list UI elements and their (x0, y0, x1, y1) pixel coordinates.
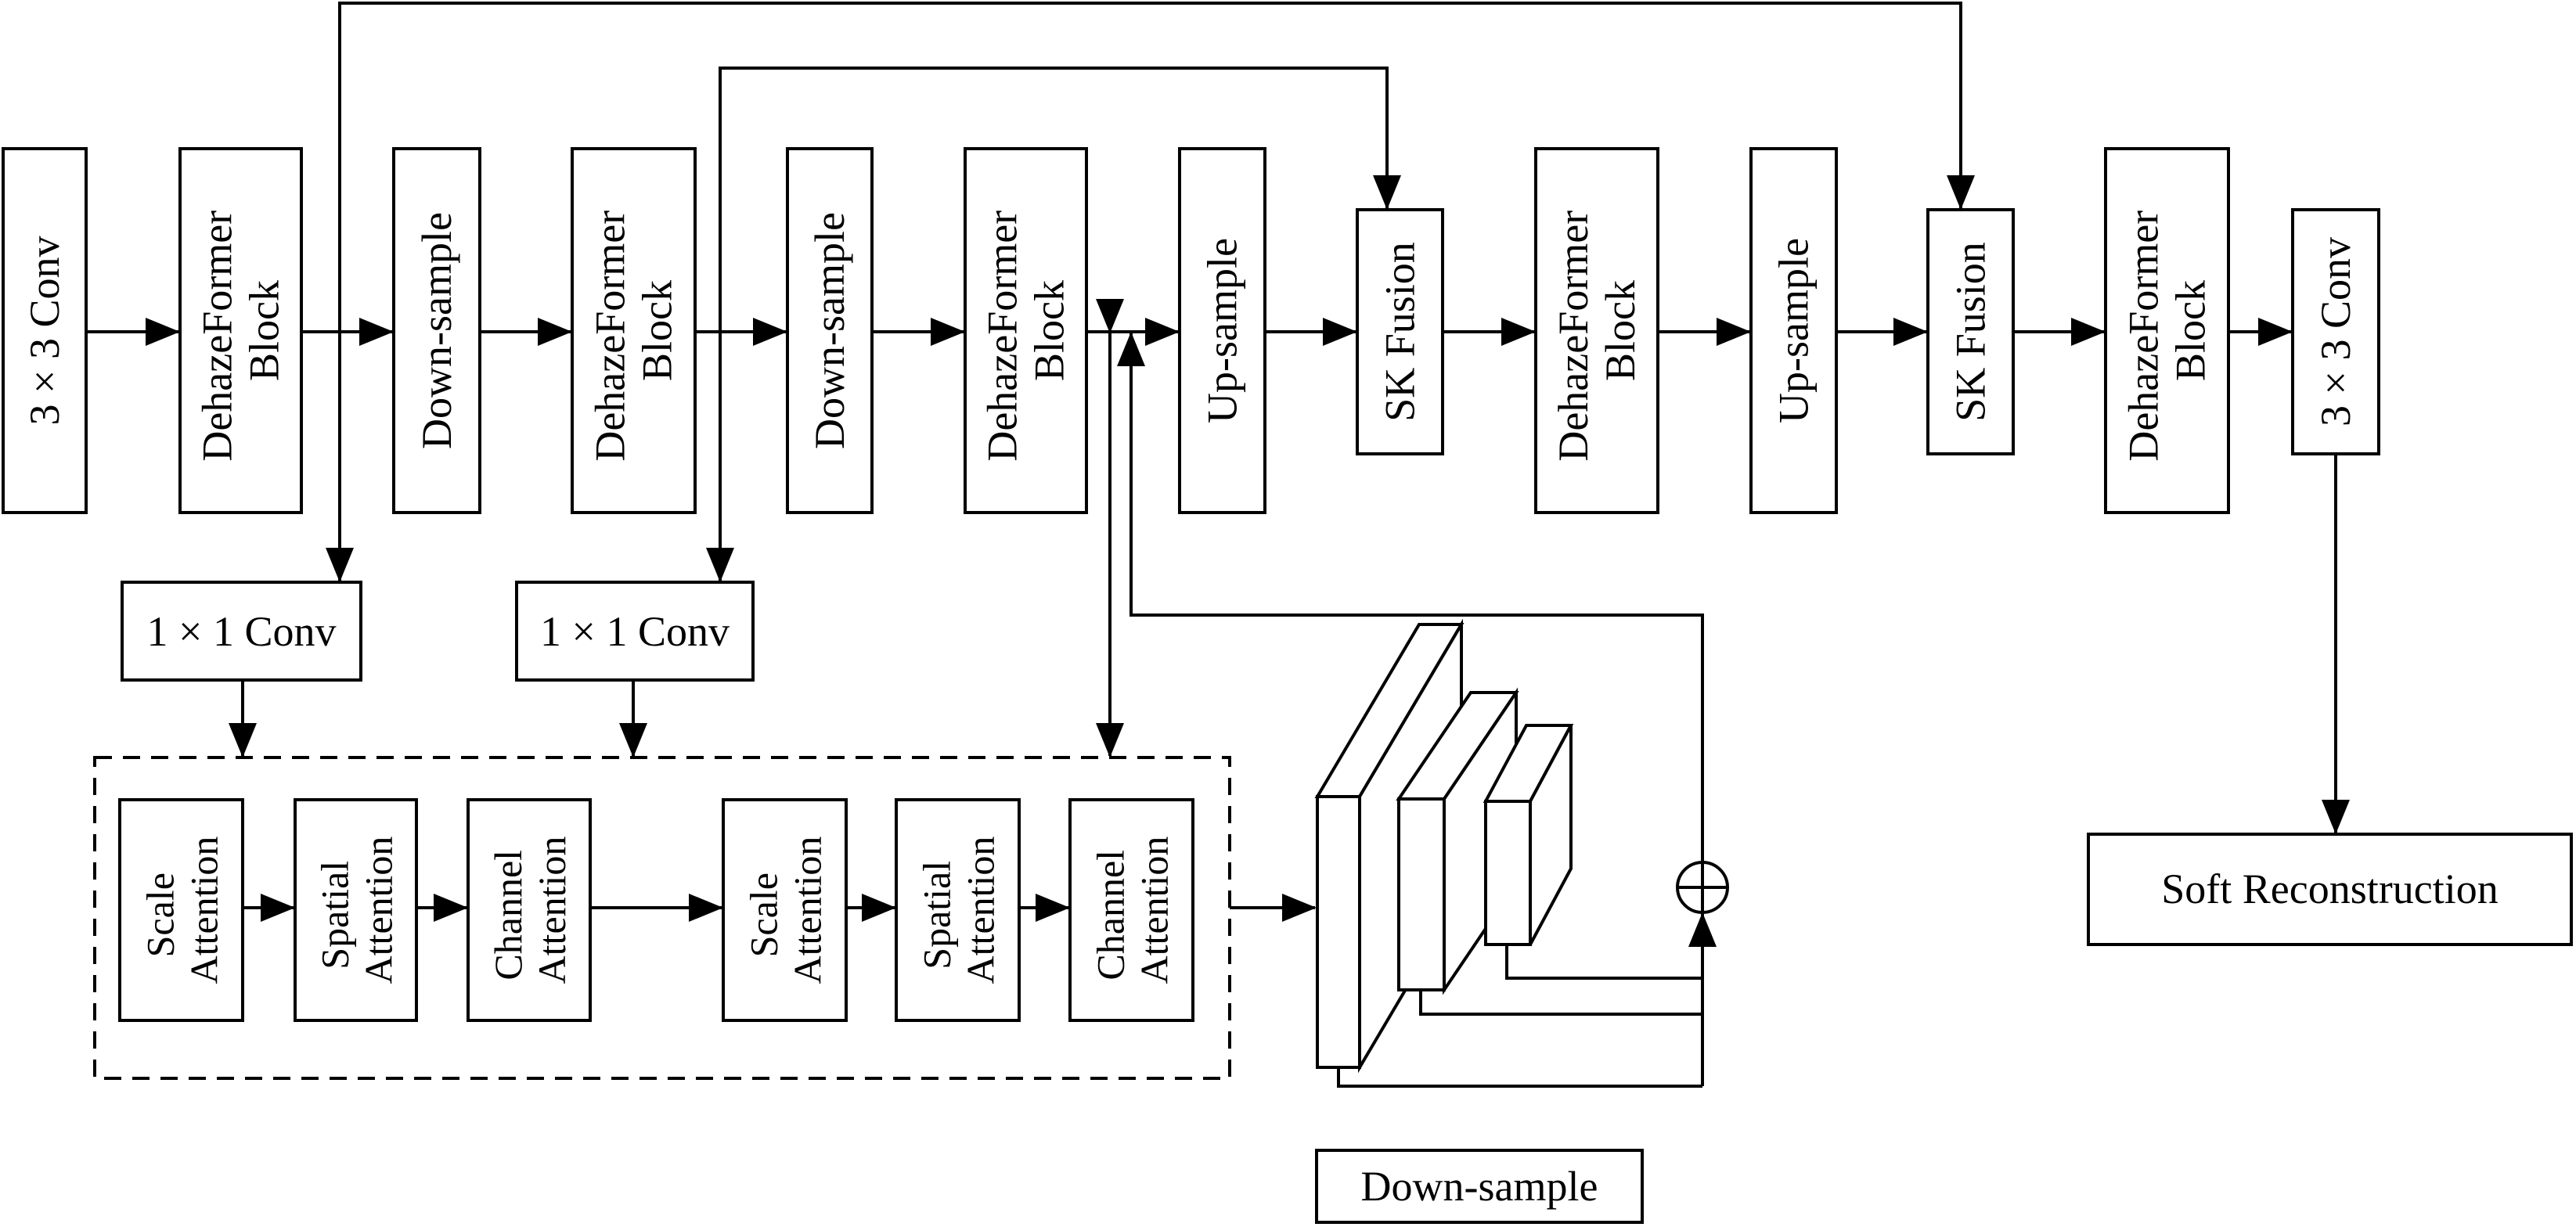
dehazeformer-block-4: DehazeFormer Block (1534, 147, 1659, 514)
down-sample-caption-label: Down-sample (1361, 1163, 1598, 1210)
svg-text:Scale Attention: Scale Attention (742, 837, 830, 984)
dehazeformer-block-3: DehazeFormer Block (964, 147, 1088, 514)
svg-text:Scale Attention: Scale Attention (139, 837, 226, 984)
sk-fusion-block-2-label: SK Fusion (1947, 242, 1994, 422)
conv3x3-in-label: 3 × 3 Conv (21, 236, 68, 426)
attention-block-2: Spatial Attention (294, 798, 418, 1022)
svg-text:Spatial Attention: Spatial Attention (313, 837, 401, 984)
up-sample-block-1: Up-sample (1178, 147, 1266, 514)
down-sample-block-2-label: Down-sample (806, 212, 853, 449)
attention-block-6: Channel Attention (1068, 798, 1194, 1022)
pyramid-collection-lines (1337, 912, 1717, 1088)
attention-block-2-line1: Spatial (313, 861, 357, 970)
dehazeformer-block-4-line2: Block (1597, 280, 1644, 381)
dehazeformer-block-2-line1: DehazeFormer (587, 210, 634, 462)
attention-block-1-line2: Attention (182, 837, 226, 984)
dehazeformer-block-5-line2: Block (2167, 280, 2214, 381)
down-sample-block-2: Down-sample (786, 147, 874, 514)
dehazeformer-block-3-line1: DehazeFormer (979, 210, 1026, 462)
up-sample-block-1-label: Up-sample (1199, 238, 1246, 423)
dehazeformer-block-5: DehazeFormer Block (2104, 147, 2230, 514)
svg-text:DehazeFormer Block: DehazeFormer Block (587, 200, 681, 461)
line-small-cube-to-add (1505, 945, 1702, 980)
up-sample-block-2: Up-sample (1749, 147, 1838, 514)
dehazeformer-block-5-line1: DehazeFormer (2120, 210, 2167, 462)
svg-text:DehazeFormer Block: DehazeFormer Block (979, 200, 1073, 461)
cube-small (1483, 724, 1574, 946)
conv1x1-block-b: 1 × 1 Conv (515, 581, 755, 682)
down-sample-block-1-label: Down-sample (413, 212, 460, 449)
svg-text:Channel Attention: Channel Attention (1089, 837, 1176, 984)
svg-text:SK Fusion: SK Fusion (1947, 242, 1994, 422)
dehazeformer-block-2: DehazeFormer Block (571, 147, 697, 514)
conv3x3-out-label: 3 × 3 Conv (2312, 237, 2359, 426)
svg-text:SK Fusion: SK Fusion (1377, 242, 1424, 422)
svg-text:DehazeFormer Block: DehazeFormer Block (2120, 200, 2214, 461)
attention-block-5: Spatial Attention (895, 798, 1021, 1022)
down-sample-block-1: Down-sample (392, 147, 481, 514)
attention-block-5-line1: Spatial (915, 861, 959, 970)
skip-inner-to-sk1 (719, 67, 1401, 332)
svg-text:3 × 3 Conv: 3 × 3 Conv (21, 236, 68, 426)
line-large-cube-to-add (1337, 1067, 1702, 1088)
attention-block-4-line2: Attention (786, 837, 830, 984)
attention-block-6-line2: Attention (1133, 837, 1176, 984)
attention-group-border (93, 756, 1231, 1080)
svg-text:DehazeFormer Block: DehazeFormer Block (1550, 200, 1644, 461)
skip-connections (326, 2, 1975, 582)
attention-block-6-line1: Channel (1089, 850, 1133, 981)
conv1x1-block-a: 1 × 1 Conv (121, 581, 362, 682)
svg-text:Spatial Attention: Spatial Attention (915, 837, 1003, 984)
dehazeformer-block-1-line1: DehazeFormer (194, 210, 241, 462)
soft-reconstruction-block: Soft Reconstruction (2087, 833, 2573, 946)
attention-block-3: Channel Attention (467, 798, 592, 1022)
conv3x3-in-block: 3 × 3 Conv (2, 147, 88, 514)
conv1x1-a-label: 1 × 1 Conv (147, 608, 337, 655)
svg-text:3 × 3 Conv: 3 × 3 Conv (2312, 237, 2359, 426)
dehazeformer-block-3-line2: Block (1026, 280, 1073, 381)
arrow-add-to-dehaze3-input (1117, 332, 1704, 862)
add-circle-icon (1676, 861, 1729, 914)
dehazeformer-block-1: DehazeFormer Block (178, 147, 303, 514)
line-medium-cube-to-add (1419, 990, 1702, 1016)
down-sample-caption: Down-sample (1315, 1149, 1644, 1224)
conv3x3-out-block: 3 × 3 Conv (2291, 208, 2380, 455)
attention-block-1: Scale Attention (118, 798, 244, 1022)
attention-block-4: Scale Attention (722, 798, 848, 1022)
attention-block-3-line2: Attention (530, 837, 574, 984)
sk-fusion-block-1: SK Fusion (1356, 208, 1444, 455)
dehazeformer-block-4-line1: DehazeFormer (1550, 210, 1597, 462)
sk-fusion-block-2: SK Fusion (1926, 208, 2015, 455)
down-sample-pyramid (1314, 618, 1574, 1074)
attention-block-5-line2: Attention (959, 837, 1003, 984)
svg-text:DehazeFormer Block: DehazeFormer Block (194, 200, 288, 461)
cube-medium (1396, 687, 1519, 995)
svg-text:Down-sample: Down-sample (806, 212, 853, 449)
dehazeformer-block-1-line2: Block (241, 280, 288, 381)
dehazeformer-block-2-line2: Block (634, 280, 681, 381)
sk-fusion-block-1-label: SK Fusion (1377, 242, 1424, 422)
skip-outer-to-sk2 (338, 2, 1975, 332)
attention-block-2-line2: Attention (357, 837, 401, 984)
svg-text:Down-sample: Down-sample (413, 212, 460, 449)
svg-text:Channel Attention: Channel Attention (486, 837, 574, 984)
attention-block-1-line1: Scale (139, 873, 182, 957)
attention-block-4-line1: Scale (742, 873, 786, 957)
up-sample-block-2-label: Up-sample (1771, 238, 1818, 423)
svg-text:Up-sample: Up-sample (1199, 238, 1246, 423)
svg-text:Up-sample: Up-sample (1771, 238, 1818, 423)
soft-reconstruction-label: Soft Reconstruction (2161, 865, 2498, 912)
conv1x1-b-label: 1 × 1 Conv (540, 608, 730, 655)
attention-block-3-line1: Channel (486, 850, 530, 981)
